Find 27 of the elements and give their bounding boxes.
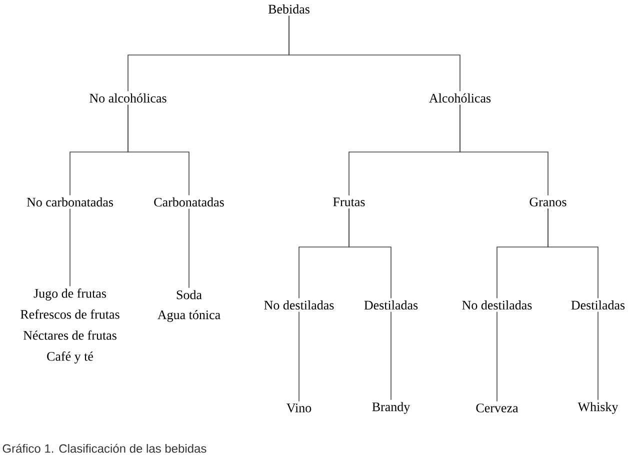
category-label: No destiladas [264,300,334,310]
item-list: Jugo de frutas Refrescos de frutas Néctares de frutas Café y té [20,288,120,364]
tree-connector [348,208,392,299]
tree-connector [390,311,392,400]
tree-connector [460,104,548,196]
tree-connector [496,311,498,402]
category-label: Frutas [333,198,365,206]
tree-connector [128,104,190,196]
category-label: Alcohólicas [429,93,491,103]
tree-connector [188,208,190,288]
category-label: Brandy [372,402,410,414]
category-label: Carbonatadas [154,197,224,207]
caption: Gráfico 1. Clasificación de las bebidas [2,444,206,453]
category-label: Vino [286,404,312,412]
category-label: No carbonatadas [26,197,114,207]
category-label: No destiladas [462,300,532,310]
tree-connector [298,311,300,402]
category-label: Bebidas [268,4,310,14]
category-label: Whisky [578,402,618,414]
category-label: Cerveza [476,404,518,412]
category-label: Destiladas [364,300,418,310]
category-label: No alcohólicas [90,93,166,103]
tree-connector [288,15,460,92]
item-list: Soda Agua tónica [158,290,220,322]
category-label: Granos [530,198,566,206]
tree-connector [548,208,598,299]
category-label: Destiladas [571,300,625,310]
